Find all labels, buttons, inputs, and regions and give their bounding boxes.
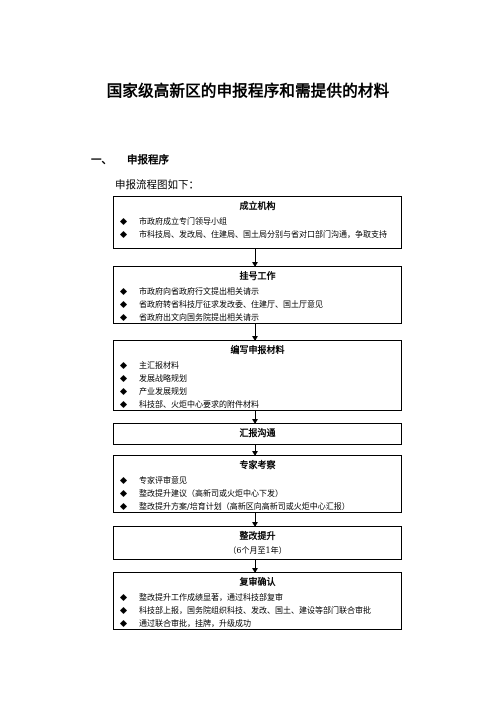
flow-step-review-confirmation: 复审确认 整改提升工作成绩显著，通过科技部复审 科技部上报，国务院组织科技、发改… (113, 572, 402, 630)
step-bullet: 省政府转省科技厅征求发改委、住建厅、国土厅意见 (119, 298, 396, 311)
step-bullet: 整改提升方案/培育计划（高新区向高新司或火炬中心汇报） (119, 500, 396, 513)
step-heading: 编写申报材料 (230, 346, 285, 356)
step-heading: 挂号工作 (239, 272, 276, 282)
step-bullet: 市政府成立专门领导小组 (119, 215, 396, 228)
section-heading: 一、 申报程序 (91, 152, 169, 167)
step-heading: 专家考察 (239, 461, 276, 471)
section-number: 一、 (91, 154, 112, 166)
step-bullet: 产业发展规划 (119, 385, 396, 398)
step-bullet: 发展战略规划 (119, 372, 396, 385)
flow-arrow (252, 560, 258, 573)
step-bullet: 整改提升建议（高新司或火炬中心下发） (119, 487, 396, 500)
flow-step-prepare-materials: 编写申报材料 主汇报材料 发展战略规划 产业发展规划 科技部、火炬中心要求的附件… (113, 340, 402, 411)
flow-arrow (252, 324, 258, 341)
step-bullet: 市科技局、发改局、住建局、国土局分别与省对口部门沟通，争取支持 (119, 228, 396, 241)
step-duration: （6个月至1年） (228, 546, 287, 555)
step-bullet: 市政府向省政府行文提出相关请示 (119, 285, 396, 298)
step-heading: 汇报沟通 (239, 429, 276, 439)
step-bullet: 主汇报材料 (119, 359, 396, 372)
section-title: 申报程序 (127, 154, 169, 166)
flow-step-report-communication: 汇报沟通 (113, 423, 402, 445)
step-bullet: 科技部上报，国务院组织科技、发改、国土、建设等部门联合审批 (119, 604, 396, 617)
step-bullet: 整改提升工作成绩显著，通过科技部复审 (119, 591, 396, 604)
step-heading: 复审确认 (239, 578, 276, 588)
flow-step-establish-organization: 成立机构 市政府成立专门领导小组 市科技局、发改局、住建局、国土局分别与省对口部… (113, 196, 402, 249)
flow-arrow (252, 445, 258, 456)
step-heading: 成立机构 (239, 202, 276, 212)
flow-arrow (252, 513, 258, 527)
step-bullet: 省政府出文向国务院提出相关请示 (119, 311, 396, 324)
step-heading: 整改提升 (239, 532, 276, 542)
flow-arrow (252, 249, 258, 267)
flow-arrow (252, 411, 258, 424)
flow-step-registration: 挂号工作 市政府向省政府行文提出相关请示 省政府转省科技厅征求发改委、住建厅、国… (113, 266, 402, 324)
intro-text: 申报流程图如下： (115, 179, 199, 191)
step-bullet: 通过联合审批，挂牌，升级成功 (119, 617, 396, 630)
document-title: 国家级高新区的申报程序和需提供的材料 (106, 82, 390, 100)
flow-step-rectification: 整改提升 （6个月至1年） (113, 526, 402, 560)
step-bullet: 专家评审意见 (119, 474, 396, 487)
step-bullet: 科技部、火炬中心要求的附件材料 (119, 398, 396, 411)
flow-step-expert-inspection: 专家考察 专家评审意见 整改提升建议（高新司或火炬中心下发） 整改提升方案/培育… (113, 455, 402, 513)
